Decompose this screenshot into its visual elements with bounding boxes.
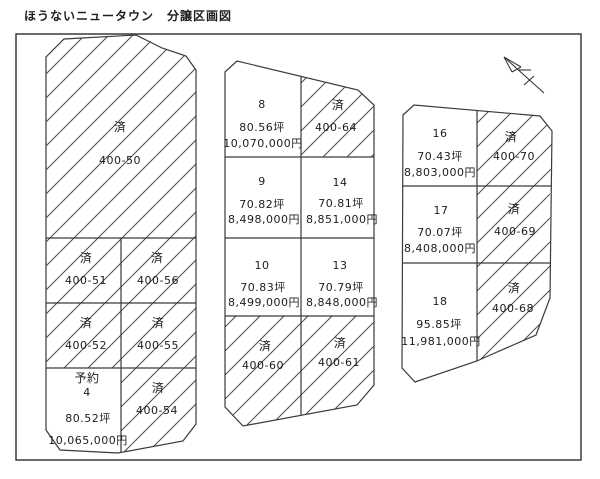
lot-4-price: 10,065,000円 (48, 434, 128, 447)
lot-4-number: 4 (83, 386, 91, 399)
block-middle (224, 60, 375, 427)
lot-400-68-status: 済 (507, 281, 521, 295)
lot-400-64-number: 400-64 (315, 121, 357, 134)
lot-10-number: 10 (254, 259, 270, 272)
lot-13-price: 8,848,000円 (306, 296, 378, 309)
block-right-outline (401, 104, 553, 383)
lot-400-54-status: 済 (151, 381, 165, 395)
lot-8-number: 8 (258, 98, 266, 111)
lot-13-number: 13 (332, 259, 348, 272)
lot-400-55-number: 400-55 (137, 339, 179, 352)
map-border (15, 33, 582, 461)
lot-17-area: 70.07坪 (417, 226, 463, 239)
block-right (401, 104, 553, 383)
lot-400-52-status: 済 (79, 316, 93, 330)
lot-400-50-hatch (46, 35, 196, 238)
lot-400-56-number: 400-56 (137, 274, 179, 287)
lot-400-60-number: 400-60 (242, 359, 284, 372)
block-left (45, 34, 197, 454)
lot-400-64-status: 済 (331, 98, 345, 112)
lot-400-69-number: 400-69 (494, 225, 536, 238)
lot-4-area: 80.52坪 (65, 412, 111, 425)
lot-17-price: 8,408,000円 (404, 242, 476, 255)
lot-400-70-number: 400-70 (493, 150, 535, 163)
lot-400-61-status: 済 (333, 336, 347, 350)
lot-4-status: 予約 (74, 371, 100, 385)
lot-18-area: 95.85坪 (416, 318, 462, 331)
lot-400-70-status: 済 (504, 130, 518, 144)
lot-400-56-hatch (121, 238, 196, 303)
lot-9-number: 9 (258, 175, 266, 188)
lot-400-52-number: 400-52 (65, 339, 107, 352)
lot-13-area: 70.79坪 (318, 281, 364, 294)
lot-10-area: 70.83坪 (240, 281, 286, 294)
lot-400-54-number: 400-54 (136, 404, 178, 417)
lot-400-55-hatch (121, 303, 196, 368)
lot-14-price: 8,851,000円 (306, 213, 378, 226)
lot-400-51-number: 400-51 (65, 274, 107, 287)
block-middle-outline (224, 60, 375, 427)
lot-400-60-hatch (225, 316, 301, 426)
lot-400-56-status: 済 (150, 251, 164, 265)
lot-400-60-status: 済 (258, 339, 272, 353)
lot-400-70-hatch (477, 111, 552, 186)
lot-400-69-status: 済 (507, 202, 521, 216)
lot-17-number: 17 (433, 204, 449, 217)
block-left-outline (45, 34, 197, 454)
lot-400-50-status: 済 (113, 120, 127, 134)
block-right-sold-hatching (477, 111, 552, 361)
lot-8-price: 10,070,000円 (223, 137, 303, 150)
lot-400-51-status: 済 (79, 251, 93, 265)
lot-400-50-number: 400-50 (99, 154, 141, 167)
lot-18-price: 11,981,000円 (401, 335, 481, 348)
lot-400-55-status: 済 (151, 316, 165, 330)
lot-400-51-hatch (46, 238, 121, 303)
block-middle-sold-hatching (225, 76, 374, 426)
lot-400-52-hatch (46, 303, 121, 368)
lot-14-number: 14 (332, 176, 348, 189)
lot-18-number: 18 (432, 295, 448, 308)
lot-16-number: 16 (432, 127, 448, 140)
lot-400-54-hatch (121, 368, 196, 452)
lot-16-area: 70.43坪 (417, 150, 463, 163)
lot-400-68-number: 400-68 (492, 302, 534, 315)
lot-400-61-number: 400-61 (318, 356, 360, 369)
block-left-sold-hatching (46, 35, 196, 452)
lot-400-61-hatch (301, 316, 374, 415)
lot-16-price: 8,803,000円 (404, 166, 476, 179)
page-title: ほうないニュータウン 分譲区画図 (24, 9, 233, 23)
lot-400-64-hatch (301, 76, 374, 157)
lot-400-69-hatch (477, 186, 550, 263)
lot-14-area: 70.81坪 (318, 197, 364, 210)
lot-9-price: 8,498,000円 (228, 213, 300, 226)
lot-8-area: 80.56坪 (239, 121, 285, 134)
lot-9-area: 70.82坪 (239, 198, 285, 211)
north-arrow-icon (503, 56, 545, 94)
lot-10-price: 8,499,000円 (228, 296, 300, 309)
